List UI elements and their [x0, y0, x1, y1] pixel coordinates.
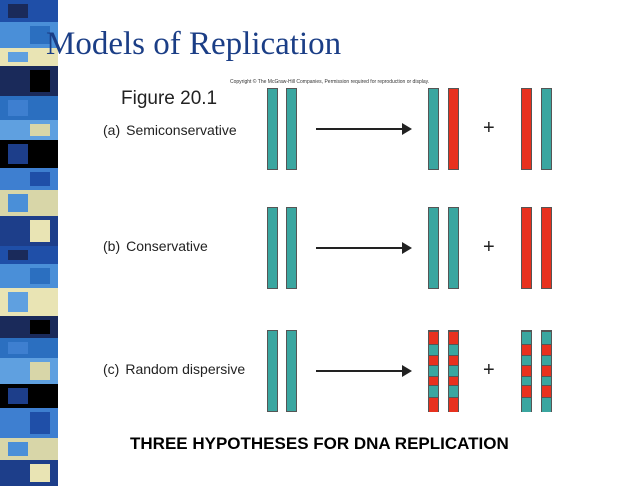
daughter1-strand [428, 207, 439, 289]
strand-segment-new [522, 343, 531, 356]
strand-segment-parental [429, 385, 438, 398]
slide-title: Models of Replication [46, 26, 342, 62]
daughter1-strand [448, 88, 459, 170]
daughter2-strand [521, 207, 532, 289]
strand-segment-parental [522, 396, 531, 412]
daughter1-strand [448, 207, 459, 289]
strand-segment-parental [449, 364, 458, 377]
plus-sign: + [483, 359, 495, 381]
model-label: (b) Conservative [103, 238, 208, 254]
strand-segment-new [429, 331, 438, 345]
figure-label: Figure 20.1 [121, 88, 218, 109]
parent-strand [286, 330, 297, 412]
plus-sign: + [483, 236, 495, 258]
strand-segment-new [429, 355, 438, 366]
strand-segment-new [449, 331, 458, 345]
strand-segment-parental [542, 375, 551, 387]
replication-arrow [316, 123, 412, 135]
strand-segment-new [522, 364, 531, 377]
strand-segment-parental [542, 355, 551, 366]
parent-strand [267, 88, 278, 170]
strand-segment-parental [429, 364, 438, 377]
slide-caption: THREE HYPOTHESES FOR DNA REPLICATION [130, 434, 509, 453]
parent-strand [286, 88, 297, 170]
model-name: Conservative [126, 238, 208, 254]
model-name: Random dispersive [125, 361, 246, 377]
daughter1-strand [428, 88, 439, 170]
strand-segment-new [542, 343, 551, 356]
strand-segment-new [429, 375, 438, 387]
model-name: Semiconservative [126, 122, 237, 138]
strand-segment-new [449, 396, 458, 412]
replication-arrow [316, 365, 412, 377]
strand-segment-parental [522, 355, 531, 366]
strand-segment-parental [522, 331, 531, 345]
parent-strand [267, 330, 278, 412]
strand-segment-parental [449, 385, 458, 398]
strand-segment-parental [542, 331, 551, 345]
daughter2-strand [541, 330, 552, 412]
daughter1-strand [428, 330, 439, 412]
daughter2-strand [541, 207, 552, 289]
model-letter: (c) [103, 361, 120, 377]
daughter2-strand [541, 88, 552, 170]
strand-segment-new [449, 375, 458, 387]
model-letter: (b) [103, 238, 121, 254]
strand-segment-parental [429, 343, 438, 356]
daughter2-strand [521, 88, 532, 170]
strand-segment-new [542, 385, 551, 398]
strand-segment-new [449, 355, 458, 366]
strand-segment-new [429, 396, 438, 412]
strand-segment-new [542, 364, 551, 377]
strand-segment-parental [542, 396, 551, 412]
strand-segment-new [522, 385, 531, 398]
daughter2-strand [521, 330, 532, 412]
copyright-notice: Copyright © The McGraw-Hill Companies, P… [230, 79, 430, 85]
replication-arrow [316, 242, 412, 254]
model-label: (a) Semiconservative [103, 122, 237, 138]
model-letter: (a) [103, 122, 121, 138]
strand-segment-parental [449, 343, 458, 356]
plus-sign: + [483, 117, 495, 139]
strand-segment-parental [522, 375, 531, 387]
model-label: (c) Random dispersive [103, 361, 245, 377]
decorative-stripe-bar [0, 0, 58, 486]
parent-strand [286, 207, 297, 289]
parent-strand [267, 207, 278, 289]
daughter1-strand [448, 330, 459, 412]
